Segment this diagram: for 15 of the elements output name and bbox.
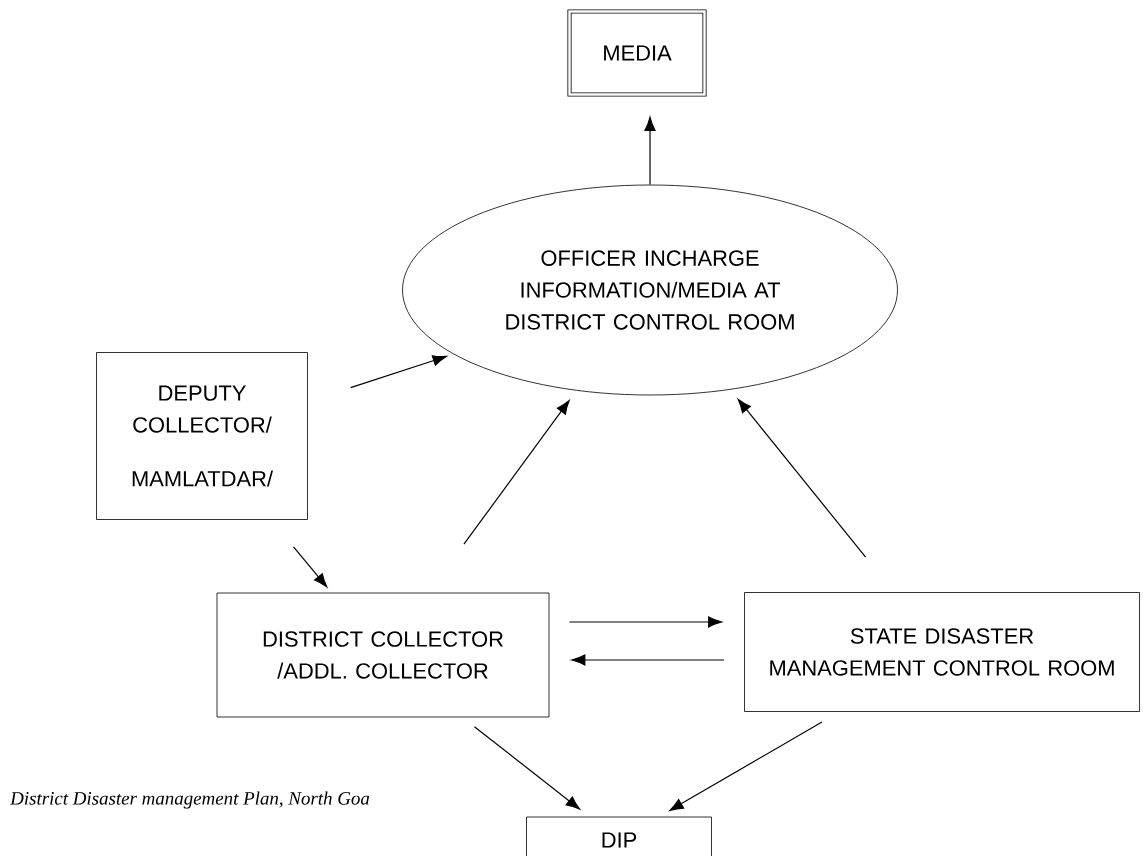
arrow xyxy=(463,400,570,545)
arrow xyxy=(737,398,867,558)
footer-text: District Disaster management Plan, North Goa xyxy=(10,791,370,809)
arrow xyxy=(644,116,656,186)
arrow xyxy=(669,721,823,811)
arrow xyxy=(571,654,725,666)
arrow xyxy=(350,355,447,389)
role-box: STATE DISASTER MANAGEMENT CONTROL ROOM xyxy=(744,592,1140,712)
arrow xyxy=(568,616,723,628)
role-box: DEPUTY COLLECTOR/ MAMLATDAR/ xyxy=(96,352,308,520)
arrow xyxy=(292,546,328,588)
media-box: MEDIA xyxy=(567,9,707,97)
role-box: DISTRICT COLLECTOR /ADDL. COLLECTOR xyxy=(216,592,550,718)
role-box: DIP xyxy=(526,816,712,856)
arrow xyxy=(473,726,581,810)
